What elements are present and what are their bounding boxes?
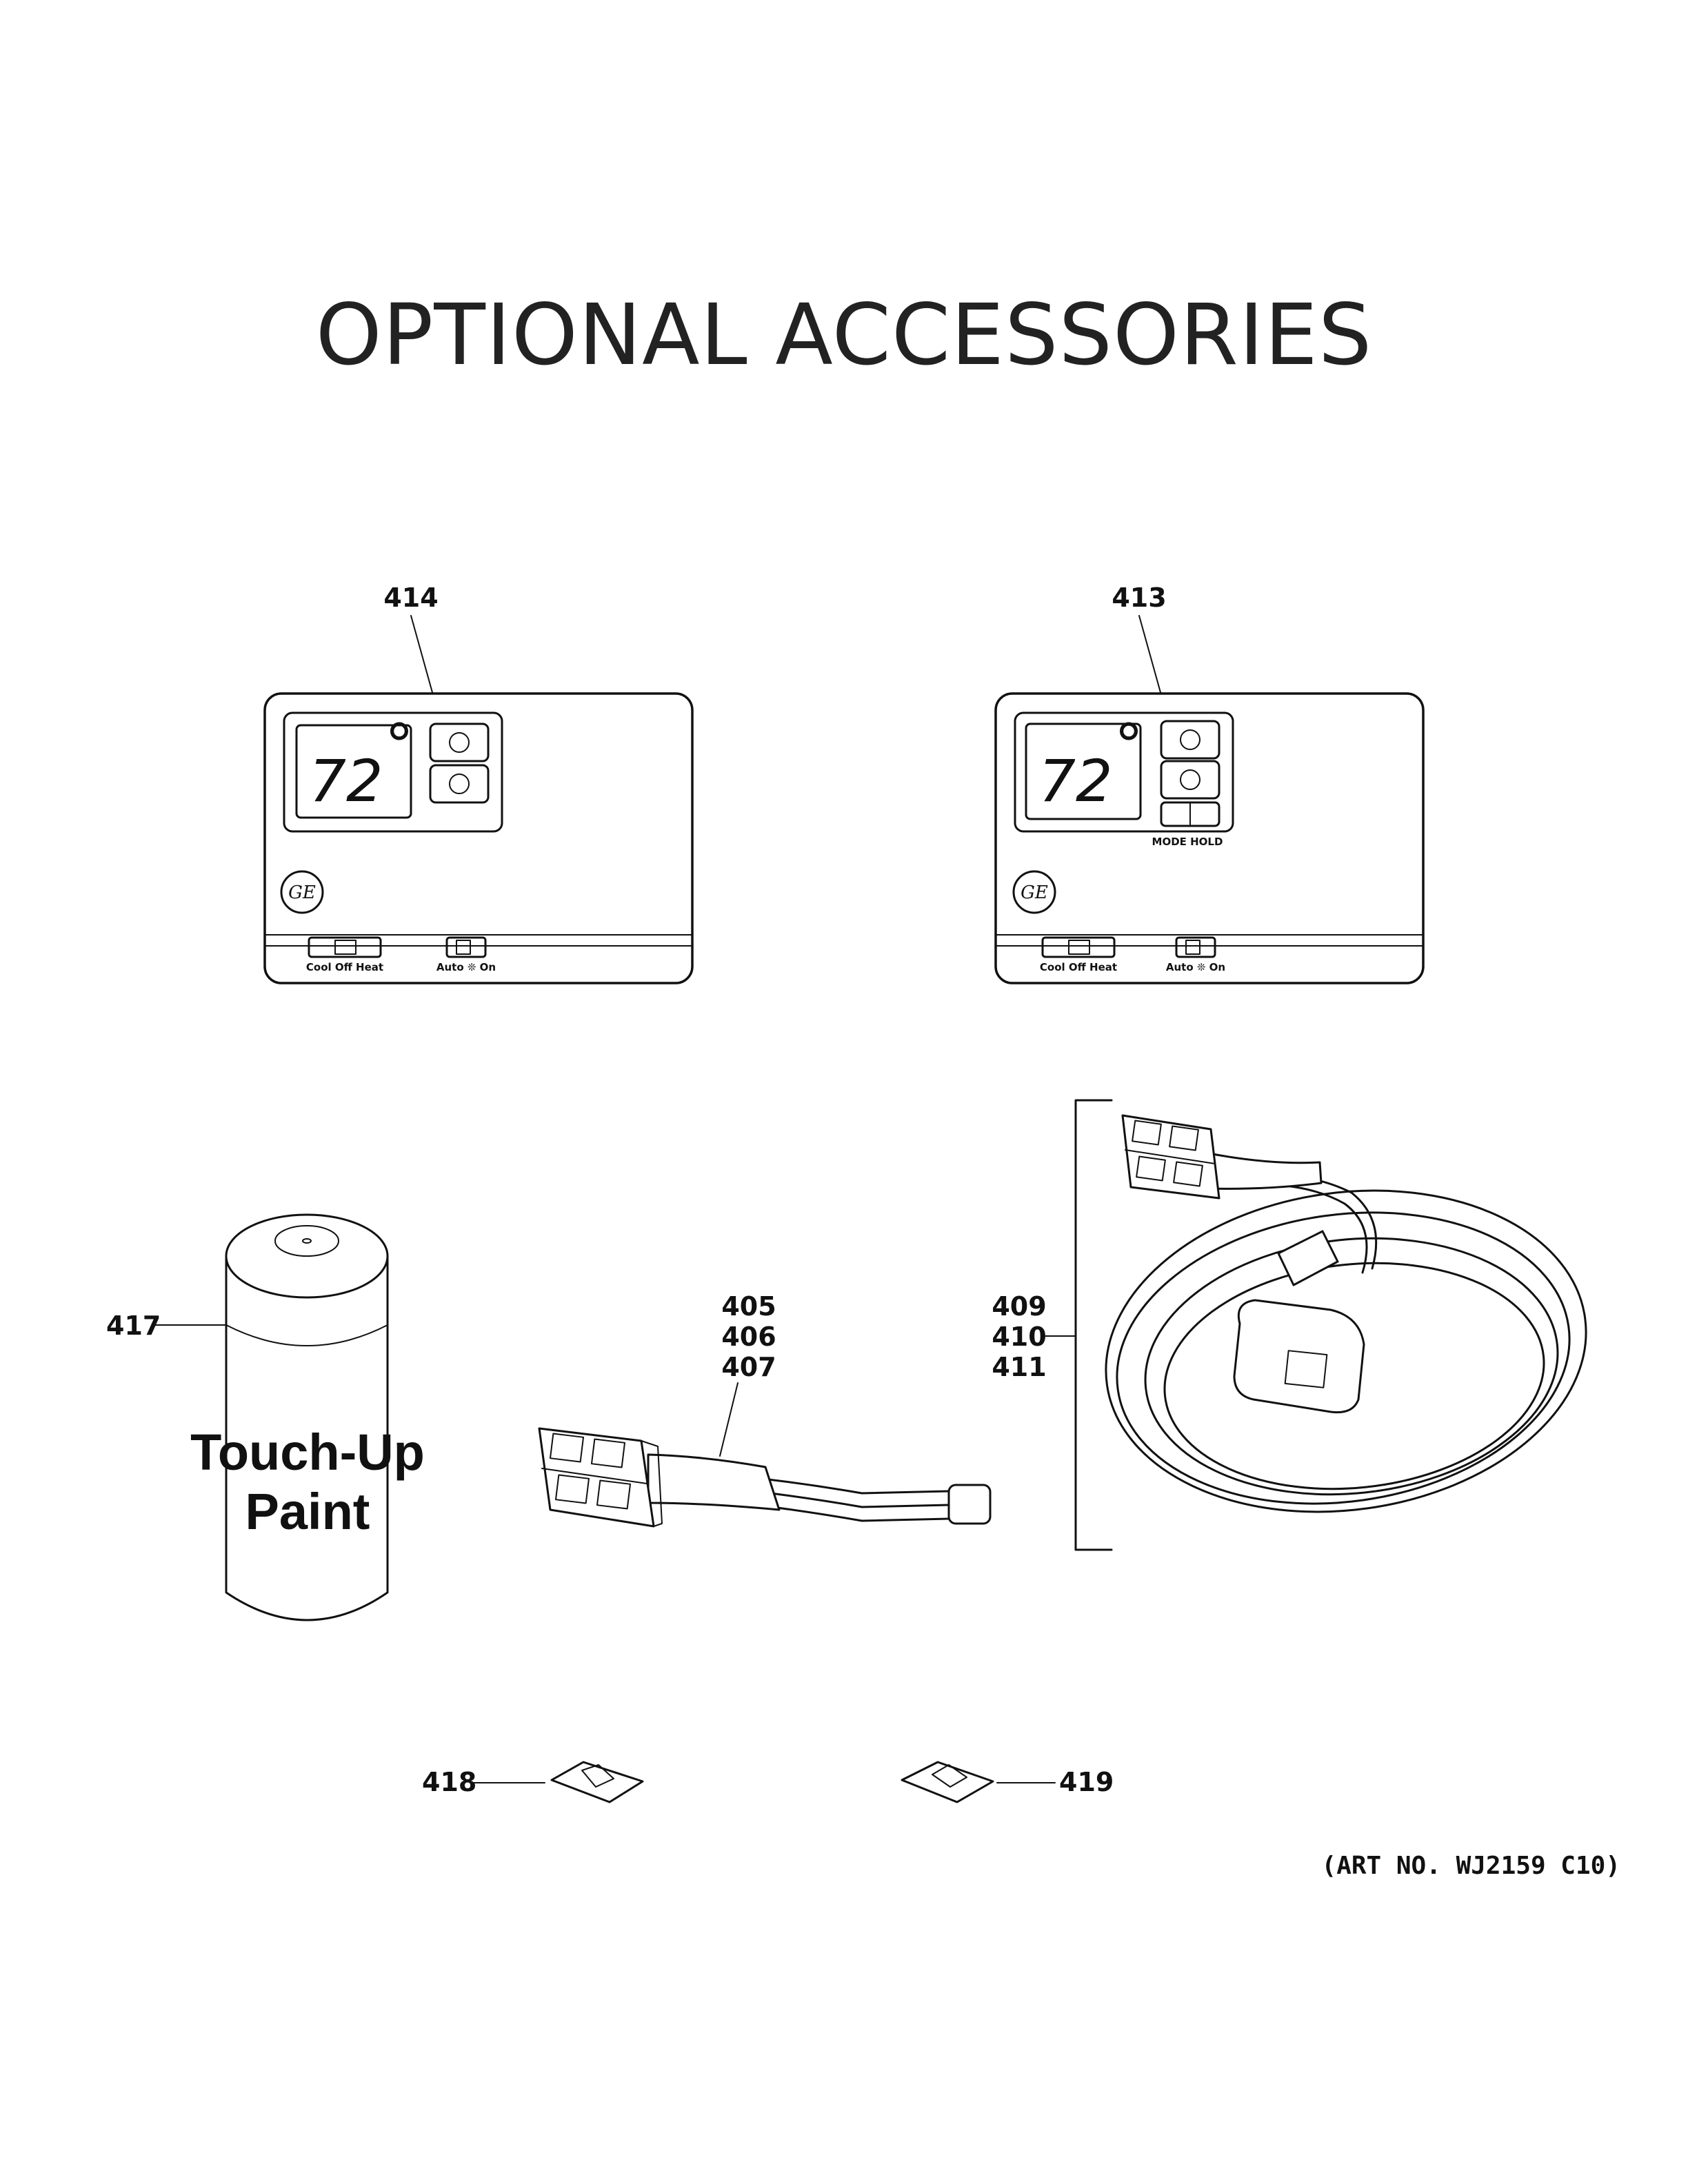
paint-can-nozzle (274, 1225, 339, 1257)
button-dot-icon (449, 732, 470, 753)
button-dot-icon (449, 774, 470, 794)
art-number: (ART NO. WJ2159 C10) (1322, 1852, 1620, 1880)
clip-419: 419 (901, 1761, 1114, 1803)
mode-switch[interactable] (308, 936, 382, 958)
lcd-temperature: 72 (1039, 747, 1113, 815)
paint-can-body (225, 1255, 389, 1621)
wire-harness-405-407: 405 406 407 (538, 1291, 992, 1528)
thermostat-413: 413 72 ° MODE HOLD GE Cool Off Heat Auto… (994, 583, 1425, 984)
thermostat-414: 414 72 ° GE Cool Off Heat Auto ❊ On (263, 583, 694, 984)
leader-line-414 (410, 615, 434, 696)
cord-coil (1144, 1237, 1559, 1496)
connector-slot (590, 1438, 626, 1468)
fan-switch[interactable] (1175, 936, 1216, 958)
temp-up-button[interactable] (429, 722, 490, 762)
power-cord-409-411: 409 410 411 (992, 1099, 1587, 1551)
mode-hold-label: MODE HOLD (1152, 836, 1223, 848)
mode-switch[interactable] (1041, 936, 1116, 958)
mode-hold-button[interactable] (1160, 801, 1220, 827)
clip-418: 418 (422, 1761, 644, 1803)
lcd-screen (295, 724, 412, 819)
ge-logo-icon (1012, 870, 1056, 914)
callout-409: 409 (992, 1291, 1046, 1322)
callout-410: 410 (992, 1322, 1046, 1352)
callout-417: 417 (106, 1311, 161, 1341)
connector-slot (596, 1479, 632, 1510)
ge-logo-icon (280, 870, 324, 914)
lcd-degree: ° (1114, 711, 1143, 779)
fan-switch-knob[interactable] (1185, 940, 1200, 955)
fan-switch-label: Auto ❊ On (436, 961, 496, 973)
leader-line-405-407 (719, 1382, 738, 1457)
wire-sleeve (1204, 1151, 1323, 1190)
page-title: OPTIONAL ACCESSORIES (316, 286, 1373, 384)
cord-coil (1163, 1262, 1545, 1490)
clip-tab (932, 1764, 967, 1788)
wire-sleeve (647, 1453, 781, 1511)
callout-407: 407 (721, 1352, 776, 1382)
wire-ends (947, 1484, 992, 1525)
button-dot-icon (1180, 769, 1200, 790)
connector-slot (554, 1474, 590, 1504)
connector-divider (541, 1468, 647, 1484)
clip-base (901, 1761, 994, 1803)
ge-logo-text: GE (1021, 882, 1048, 903)
connector-divider (1125, 1149, 1216, 1164)
mode-switch-label: Cool Off Heat (1040, 961, 1117, 973)
connector-slot (1136, 1155, 1166, 1182)
leader-line-413 (1138, 615, 1162, 696)
connector-slot (1169, 1125, 1199, 1151)
lcd-degree: ° (385, 711, 414, 779)
group-bracket (1074, 1099, 1113, 1551)
callout-419: 419 (1059, 1767, 1114, 1797)
paint-label-line1: Touch-Up (190, 1424, 425, 1481)
cord-coil (1116, 1211, 1571, 1505)
callout-414: 414 (383, 583, 438, 613)
thermostat-body (263, 692, 694, 984)
callout-413: 413 (1112, 583, 1166, 613)
callout-411: 411 (992, 1352, 1046, 1382)
paint-label-line2: Paint (245, 1483, 370, 1540)
connector-slot (1132, 1120, 1162, 1146)
touch-up-paint-417: 417 Touch-Up Paint (106, 1213, 425, 1621)
clip-base (550, 1761, 644, 1803)
paint-can-nozzle-tip (302, 1238, 312, 1244)
mode-switch-knob[interactable] (334, 940, 356, 955)
small-plug (1277, 1230, 1339, 1286)
connector-slot (1173, 1161, 1203, 1187)
callout-405: 405 (721, 1291, 776, 1322)
display-bezel (283, 711, 503, 833)
fan-switch[interactable] (445, 936, 487, 958)
connector-housing (538, 1427, 655, 1528)
paint-can-seam (225, 1324, 388, 1346)
callout-418: 418 (422, 1767, 476, 1797)
plug-button (1284, 1350, 1328, 1388)
connector-latch (641, 1440, 663, 1527)
temp-up-button[interactable] (1160, 720, 1220, 760)
mode-switch-knob[interactable] (1068, 940, 1090, 955)
clip-tab (581, 1764, 614, 1788)
fan-switch-knob[interactable] (456, 940, 471, 955)
thermostat-body (994, 692, 1425, 984)
ge-logo-text: GE (288, 882, 316, 903)
temp-down-button[interactable] (429, 764, 490, 804)
temp-down-button[interactable] (1160, 760, 1220, 800)
button-dot-icon (1180, 729, 1200, 750)
mode-switch-label: Cool Off Heat (306, 961, 383, 973)
lcd-screen (1025, 722, 1142, 820)
display-bezel (1014, 711, 1234, 833)
fan-switch-label: Auto ❊ On (1166, 961, 1225, 973)
callout-406: 406 (721, 1322, 776, 1352)
power-plug (1233, 1299, 1365, 1414)
lcd-temperature: 72 (310, 747, 383, 815)
connector-slot (549, 1433, 585, 1463)
